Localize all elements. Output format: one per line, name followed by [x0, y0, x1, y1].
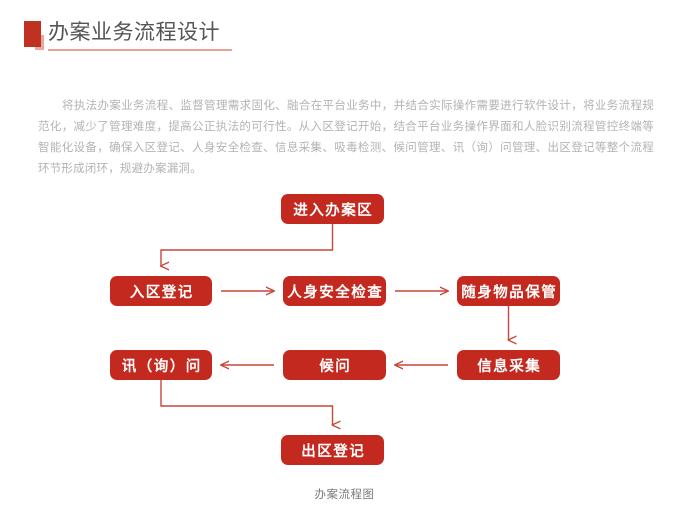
flow-node-belong[interactable]: 随身物品保管	[457, 276, 560, 306]
page-title: 办案业务流程设计	[48, 21, 220, 44]
edge-enter-to-reg	[161, 224, 334, 266]
flow-node-exit[interactable]: 出区登记	[281, 435, 384, 465]
flow-node-collect[interactable]: 信息采集	[457, 350, 560, 380]
flowchart-connectors	[0, 224, 689, 500]
edge-inquiry-to-exit	[160, 380, 333, 425]
flowchart: 进入办案区 入区登记 人身安全检查 随身物品保管 讯（询）问 候问 信息采集 出…	[0, 180, 689, 500]
flow-node-enter[interactable]: 进入办案区	[281, 194, 384, 224]
figure-caption: 办案流程图	[314, 489, 375, 501]
flow-node-reg[interactable]: 入区登记	[110, 276, 212, 306]
title-marker-icon	[24, 21, 41, 47]
flow-node-safety[interactable]: 人身安全检查	[283, 276, 386, 306]
flow-node-inquiry[interactable]: 讯（询）问	[110, 350, 212, 380]
title-underline	[48, 49, 232, 51]
flow-node-wait[interactable]: 候问	[283, 350, 386, 380]
body-paragraph: 将执法办案业务流程、监督管理需求固化、融合在平台业务中，并结合实际操作需要进行软…	[38, 100, 654, 175]
